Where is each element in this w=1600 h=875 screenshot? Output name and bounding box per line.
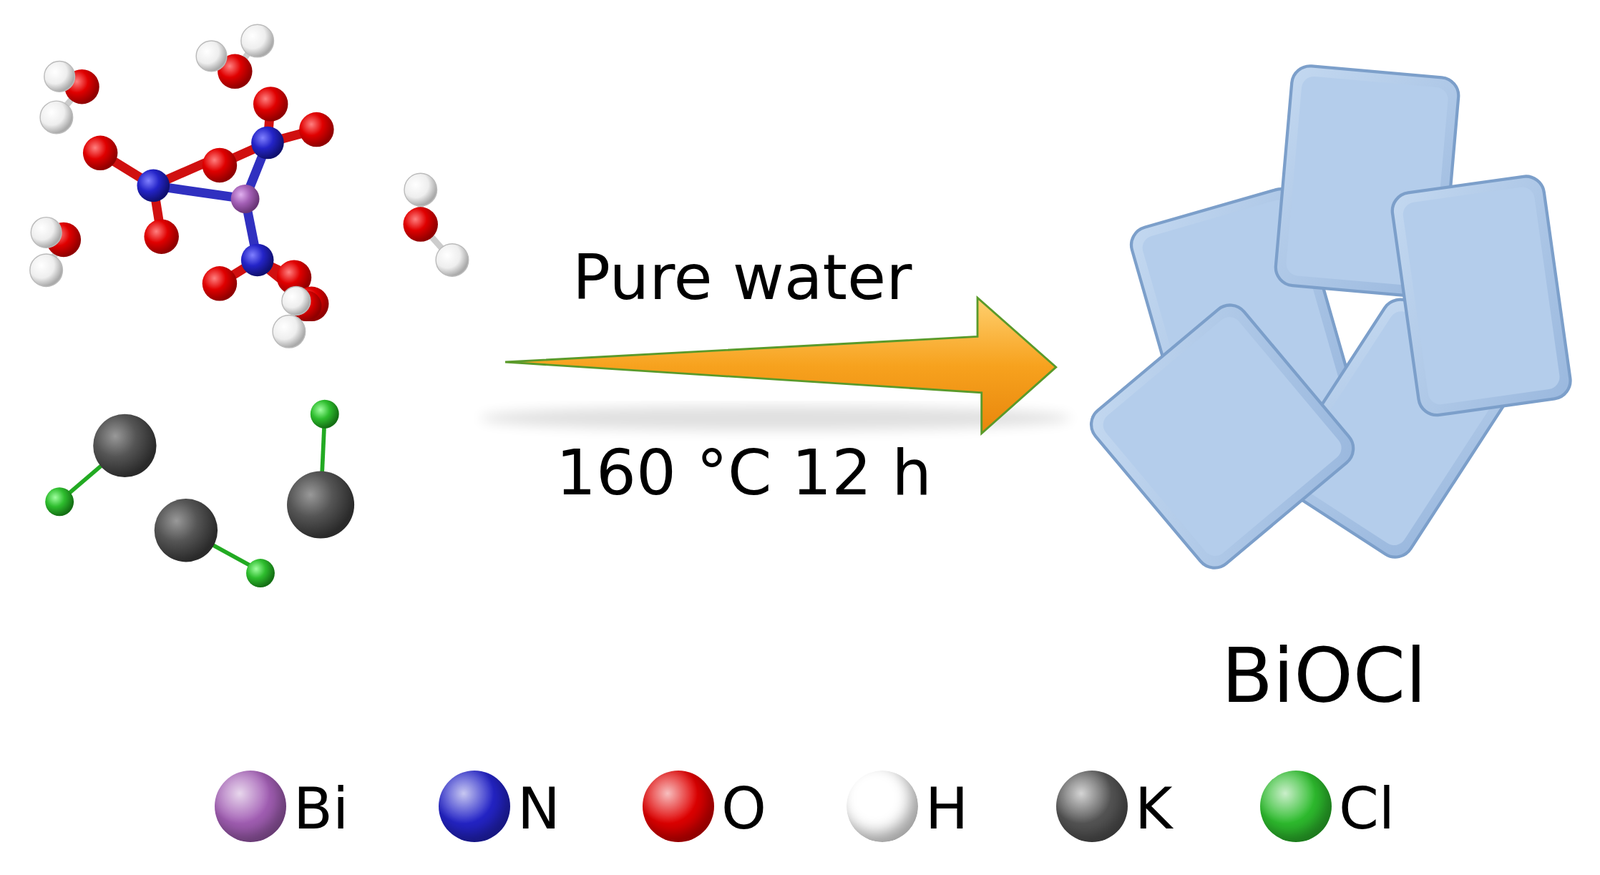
legend-swatch (438, 770, 511, 843)
legend-text: H (925, 780, 969, 838)
product-label: BiOCl (1221, 638, 1427, 715)
legend-swatch (846, 770, 919, 843)
legend-swatch (214, 770, 287, 843)
condition-label: Pure water (572, 246, 912, 310)
legend-text: K (1134, 780, 1173, 838)
legend-text: O (721, 780, 767, 838)
legend-swatch (1056, 770, 1128, 843)
legend-swatch (1260, 770, 1332, 843)
legend-swatch (642, 770, 715, 843)
legend-text: Bi (293, 780, 349, 838)
condition-label: 160 °C 12 h (555, 441, 932, 505)
legend-text: N (517, 780, 561, 838)
legend-text: Cl (1338, 780, 1395, 838)
